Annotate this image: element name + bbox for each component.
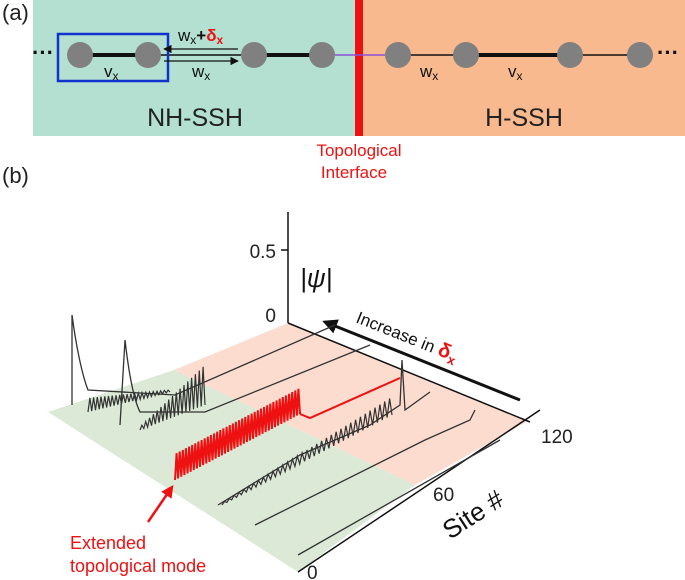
panel-a: (a) ··· ··· vx wx+δx wx wx vx bbox=[2, 0, 685, 182]
hop-w-left-label: wx bbox=[191, 62, 210, 83]
zigzag-slice-4 bbox=[221, 398, 393, 506]
interface-label-line1: Topological bbox=[316, 141, 401, 160]
hop-v-left-label: vx bbox=[104, 62, 119, 83]
panel-a-label: (a) bbox=[2, 0, 29, 25]
x-tick-mid: 60 bbox=[433, 485, 454, 506]
x-tick-start: 0 bbox=[307, 563, 318, 580]
annotation-line1: Extended bbox=[70, 533, 146, 553]
panel-b: (b) 0.5 0 |ψ| 0 60 120 Site # Increase i… bbox=[2, 163, 573, 580]
site-3 bbox=[241, 42, 267, 68]
h-ssh-plane bbox=[174, 323, 528, 485]
site-5 bbox=[385, 42, 411, 68]
nh-ssh-region bbox=[33, 0, 356, 136]
increase-arrow bbox=[322, 319, 521, 402]
trace-slice-6 bbox=[297, 439, 501, 556]
extended-mode-tail bbox=[299, 377, 401, 420]
site-2 bbox=[135, 42, 161, 68]
nh-ssh-plane bbox=[48, 370, 415, 572]
y-axis-label: |ψ| bbox=[300, 263, 332, 293]
hop-w-right-label: wx bbox=[419, 62, 438, 83]
hop-w-delta-label: wx+δx bbox=[177, 26, 224, 47]
ellipsis-right: ··· bbox=[657, 40, 679, 65]
annotation-line2: topological mode bbox=[70, 556, 206, 576]
site-axis bbox=[287, 322, 531, 423]
nh-ssh-label: NH-SSH bbox=[147, 104, 243, 132]
site-6 bbox=[453, 42, 479, 68]
y-tick-zero-label: 0 bbox=[265, 306, 276, 327]
ellipsis-left: ··· bbox=[32, 40, 54, 65]
hop-v-right-label: vx bbox=[508, 62, 523, 83]
trace-slice-2 bbox=[119, 339, 371, 426]
site-axis-front bbox=[297, 409, 541, 573]
slice-traces bbox=[71, 314, 501, 556]
zigzag-slice-2 bbox=[139, 366, 206, 431]
zigzag-slice-1 bbox=[87, 389, 171, 413]
trace-slice-4 bbox=[217, 359, 431, 506]
site-7 bbox=[557, 42, 583, 68]
x-tick-end: 120 bbox=[541, 427, 573, 448]
site-4 bbox=[309, 42, 335, 68]
h-ssh-label: H-SSH bbox=[485, 104, 563, 132]
y-tick-top-label: 0.5 bbox=[250, 242, 276, 263]
panel-b-label: (b) bbox=[2, 163, 29, 188]
trace-slice-1 bbox=[71, 314, 336, 405]
h-ssh-region bbox=[362, 0, 685, 136]
site-8 bbox=[627, 42, 653, 68]
unit-cell-box bbox=[56, 32, 170, 83]
extended-mode-trace bbox=[174, 388, 301, 481]
interface-label-line2: Interface bbox=[321, 163, 387, 182]
annotation-arrow bbox=[146, 484, 174, 523]
interface-bar bbox=[355, 0, 363, 136]
site-1 bbox=[67, 42, 93, 68]
trace-slice-5 bbox=[254, 409, 476, 526]
